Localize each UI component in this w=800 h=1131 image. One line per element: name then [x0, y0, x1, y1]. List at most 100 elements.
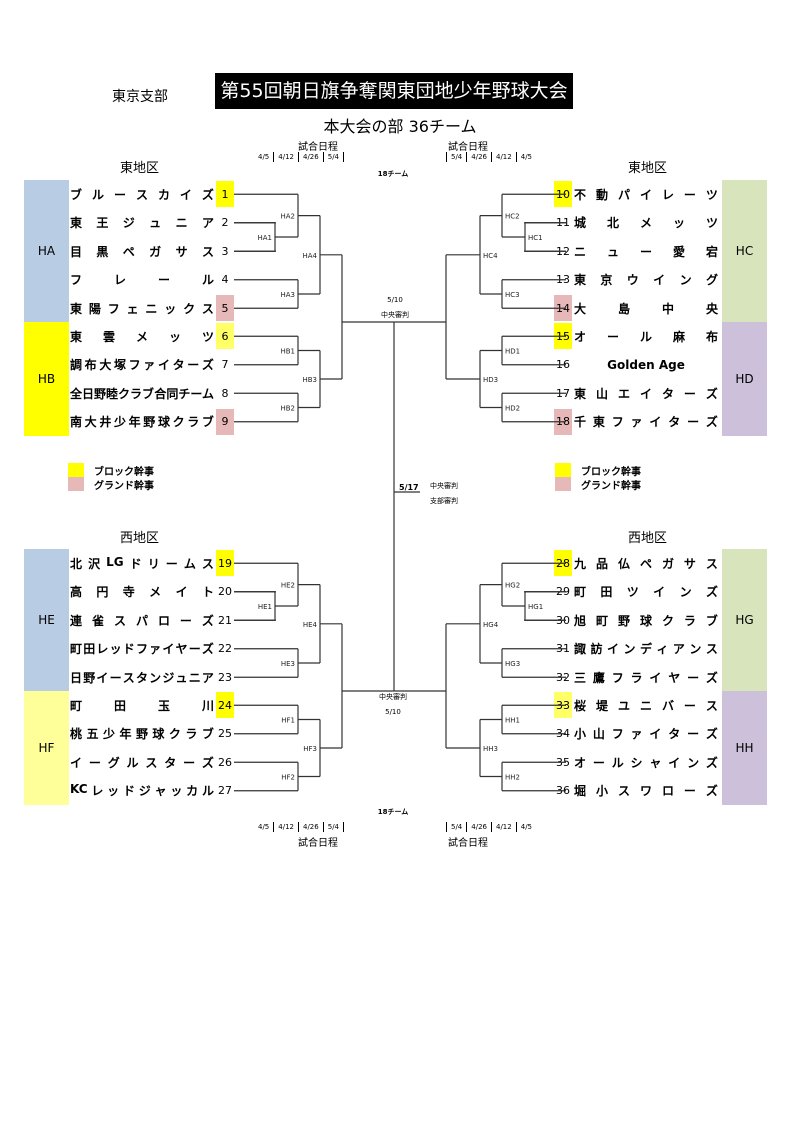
semi-top-referee: 中央審判: [381, 311, 409, 319]
team-name: 旭町野球クラブ旭町野球クラブ: [574, 613, 718, 628]
date: 4/12: [491, 152, 516, 162]
team-name: 調布大塚ファイターズ調布大塚ファイターズ: [70, 358, 214, 372]
team-name: 全日野睦クラブ 合同チーム全日野睦クラブ合同チーム: [70, 386, 214, 401]
team-name: 町田ツインズ町田ツインズ: [574, 585, 718, 599]
match-label: HE2: [281, 582, 295, 590]
date: 4/26: [466, 152, 491, 162]
team-row: 東雲メッツ東雲メッツ6: [70, 322, 234, 350]
date: 5/4: [322, 152, 343, 162]
match-label: HG4: [483, 621, 499, 629]
team-name: 南大井少年野球クラブ南大井少年野球クラブ: [70, 415, 214, 429]
region-east-right: 東地区: [628, 161, 668, 176]
group-label: HE: [38, 613, 55, 628]
team-row: 29町田ツインズ町田ツインズ: [554, 578, 718, 606]
match-label: HB3: [302, 376, 317, 384]
team-row: 町田玉川町田玉川24: [70, 691, 234, 719]
team-name: 目黒ペガサス目黒ペガサス: [70, 244, 214, 259]
team-name: 大島中央大島中央: [574, 301, 718, 316]
team-number: 23: [218, 670, 232, 684]
date: 4/26: [466, 822, 491, 832]
team-row: イーグルスターズイーグルスターズ26: [70, 748, 234, 776]
date-divider: [343, 822, 346, 832]
final-referee-branch: 支部審判: [430, 497, 458, 505]
group-label: HF: [38, 741, 55, 755]
team-name: フレールフレール: [70, 273, 214, 287]
group-hh: HH: [722, 691, 767, 805]
match-label: HA4: [302, 252, 317, 260]
team-row: KCレッドジャッカルKCレッドジャッカル27: [70, 777, 234, 805]
match-label: HE3: [281, 660, 295, 668]
team-name: 東雲メッツ東雲メッツ: [70, 329, 214, 344]
final-date: 5/17: [399, 483, 419, 492]
team-row: 28九品仏ペガサス九品仏ペガサス: [554, 549, 718, 577]
team-row: フレールフレール4: [70, 266, 234, 294]
block-secretary-swatch: [68, 463, 84, 477]
schedule-label-top-left: 試合日程: [298, 142, 338, 153]
team-number: 26: [218, 755, 232, 769]
date: 4/5: [515, 822, 536, 832]
team-name: 東山エイターズ東山エイターズ: [574, 386, 718, 401]
region-east-left: 東地区: [120, 161, 160, 176]
team-name: 町田レッドファイヤーズ町田レッドファイヤーズ: [70, 642, 214, 656]
match-label: HG1: [528, 603, 543, 611]
team-row: 30旭町野球クラブ旭町野球クラブ: [554, 606, 718, 634]
region-west-left: 西地区: [120, 531, 160, 546]
semi-bottom-date: 5/10: [385, 708, 401, 716]
team-name: 東王ジュニア東王ジュニア: [70, 216, 214, 230]
group-hf: HF: [24, 691, 69, 805]
team-name: 九品仏ペガサス九品仏ペガサス: [574, 556, 718, 571]
team-row: ブルースカイズブルースカイズ1: [70, 180, 234, 208]
team-number: 21: [218, 613, 232, 627]
team-number: 1: [216, 181, 234, 207]
block-secretary-swatch: [555, 463, 571, 477]
date: 5/4: [446, 152, 466, 162]
schedule-label-bottom-left: 試合日程: [298, 838, 338, 849]
team-number: 9: [216, 408, 234, 435]
team-row: 日野イースタンジュニア日野イースタンジュニア 23: [70, 663, 234, 691]
match-label: HD1: [505, 348, 520, 356]
team-row: 桃五少年野球クラブ桃五少年野球クラブ 25: [70, 720, 234, 748]
date: 4/12: [273, 822, 298, 832]
match-label: HE4: [303, 621, 318, 629]
date: 4/5: [515, 152, 536, 162]
team-number: 20: [218, 585, 232, 598]
team-name: 東京ウイング東京ウイング: [574, 273, 718, 287]
team-name: 千東ファイターズ千東ファイターズ: [574, 415, 718, 429]
team-number: 25: [218, 727, 232, 740]
match-label: HF3: [303, 745, 317, 753]
tournament-subtitle: 本大会の部 36チーム: [323, 117, 477, 136]
team-row: 目黒ペガサス目黒ペガサス3: [70, 237, 234, 265]
team-number: 7: [221, 358, 229, 371]
match-label: HC3: [505, 291, 520, 299]
schedule-label-top-right: 試合日程: [448, 142, 488, 153]
team-row: 33桜堤ユニバース桜堤ユニバース: [554, 691, 718, 719]
group-he: HE: [24, 549, 69, 692]
match-label: HD3: [483, 376, 498, 384]
team-row: 35オールシャインズオールシャインズ: [554, 748, 718, 776]
match-label: HA1: [257, 234, 272, 242]
team-row: 17東山エイターズ東山エイターズ: [554, 379, 718, 407]
team-row: 36堀小スワローズ堀小スワローズ: [554, 777, 718, 805]
team-name: 北沢LGドリームス北沢LGドリームス: [70, 554, 214, 571]
date-divider: [343, 152, 346, 162]
team-name: 桃五少年野球クラブ桃五少年野球クラブ: [70, 727, 214, 741]
semi-bottom-referee: 中央審判: [379, 693, 407, 701]
grand-secretary-swatch: [555, 477, 571, 491]
team-number: 8: [221, 386, 229, 400]
group-hb: HB: [24, 322, 69, 436]
legend-block: ブロック幹事: [581, 466, 641, 478]
team-name: オール麻布オール麻布: [574, 329, 718, 344]
match-label: HA2: [280, 213, 295, 221]
schedule-dates-bottom-left: 4/5 4/12 4/26 5/4: [254, 822, 346, 832]
team-name: ブルースカイズブルースカイズ: [70, 187, 214, 202]
match-label: HE1: [258, 603, 272, 611]
tournament-title: 第55回朝日旗争奪関東団地少年野球大会: [215, 73, 573, 109]
team-row: 東陽フェニックス東陽フェニックス5: [70, 294, 234, 322]
team-name: 日野イースタンジュニア日野イースタンジュニア: [70, 670, 214, 685]
match-label: HG3: [505, 660, 520, 668]
team-name: 連雀スパローズ連雀スパローズ: [70, 613, 214, 628]
semi-top-date: 5/10: [387, 296, 403, 304]
match-label: HC4: [483, 252, 498, 260]
date: 4/5: [258, 823, 270, 831]
